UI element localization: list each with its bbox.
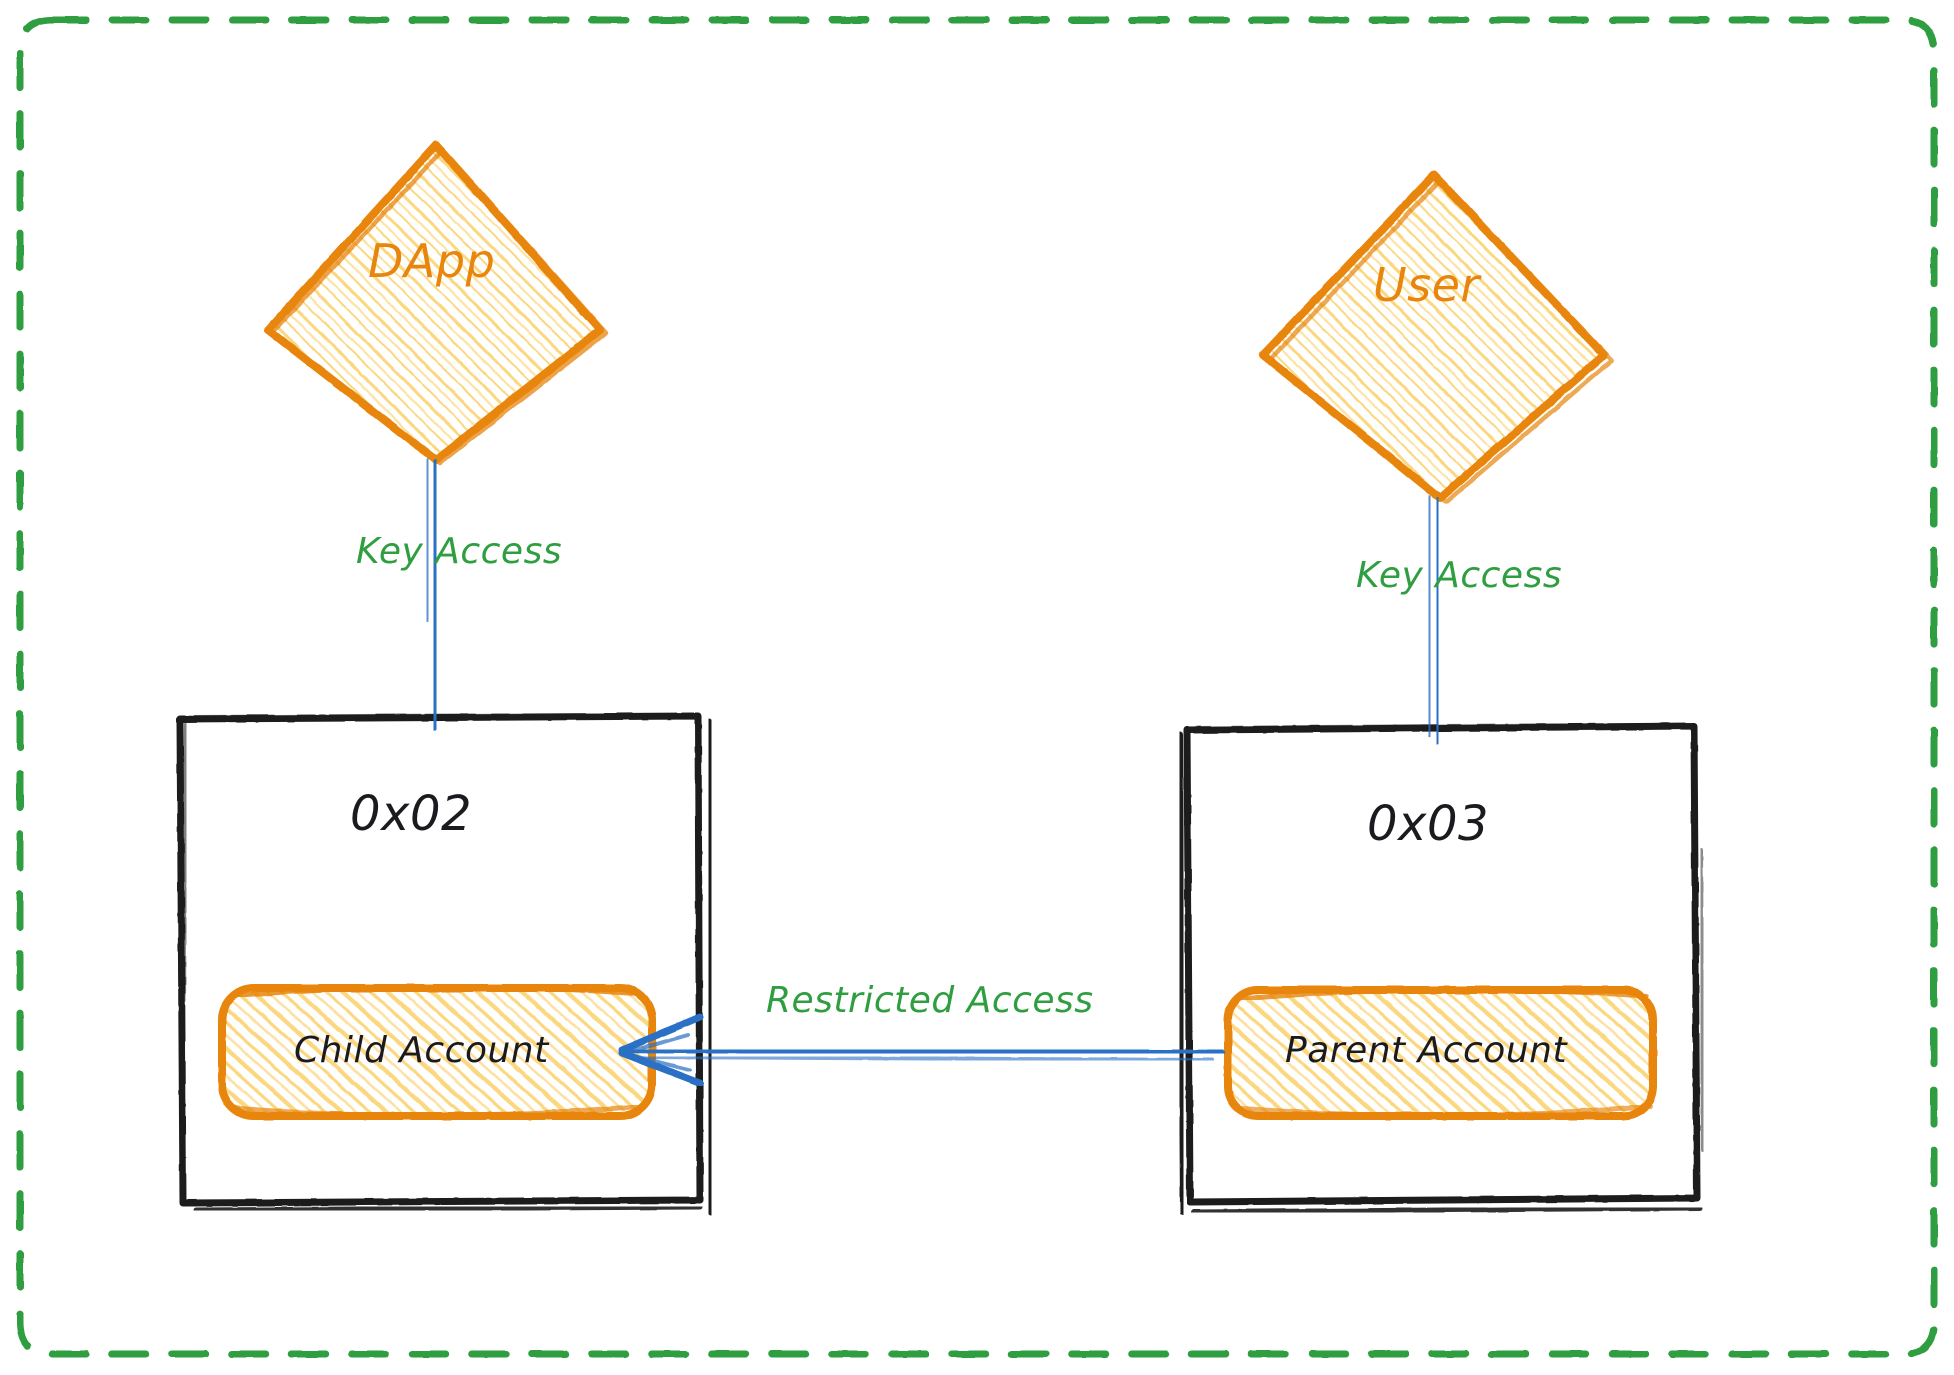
user-diamond-shape[interactable]: [1259, 171, 1615, 505]
child-account-shape[interactable]: [218, 983, 656, 1120]
parent-account-shape[interactable]: [1224, 986, 1657, 1120]
dapp-diamond-shape[interactable]: [264, 141, 609, 466]
container-0x02-shape[interactable]: [176, 712, 714, 1215]
edge-parent-to-child[interactable]: [618, 1013, 1226, 1087]
edge-dapp-to-0x02[interactable]: [425, 458, 439, 731]
container-0x03-shape[interactable]: [1177, 722, 1705, 1215]
edge-user-to-0x03[interactable]: [1426, 495, 1441, 745]
outer-dashed-boundary: [16, 16, 1938, 1358]
